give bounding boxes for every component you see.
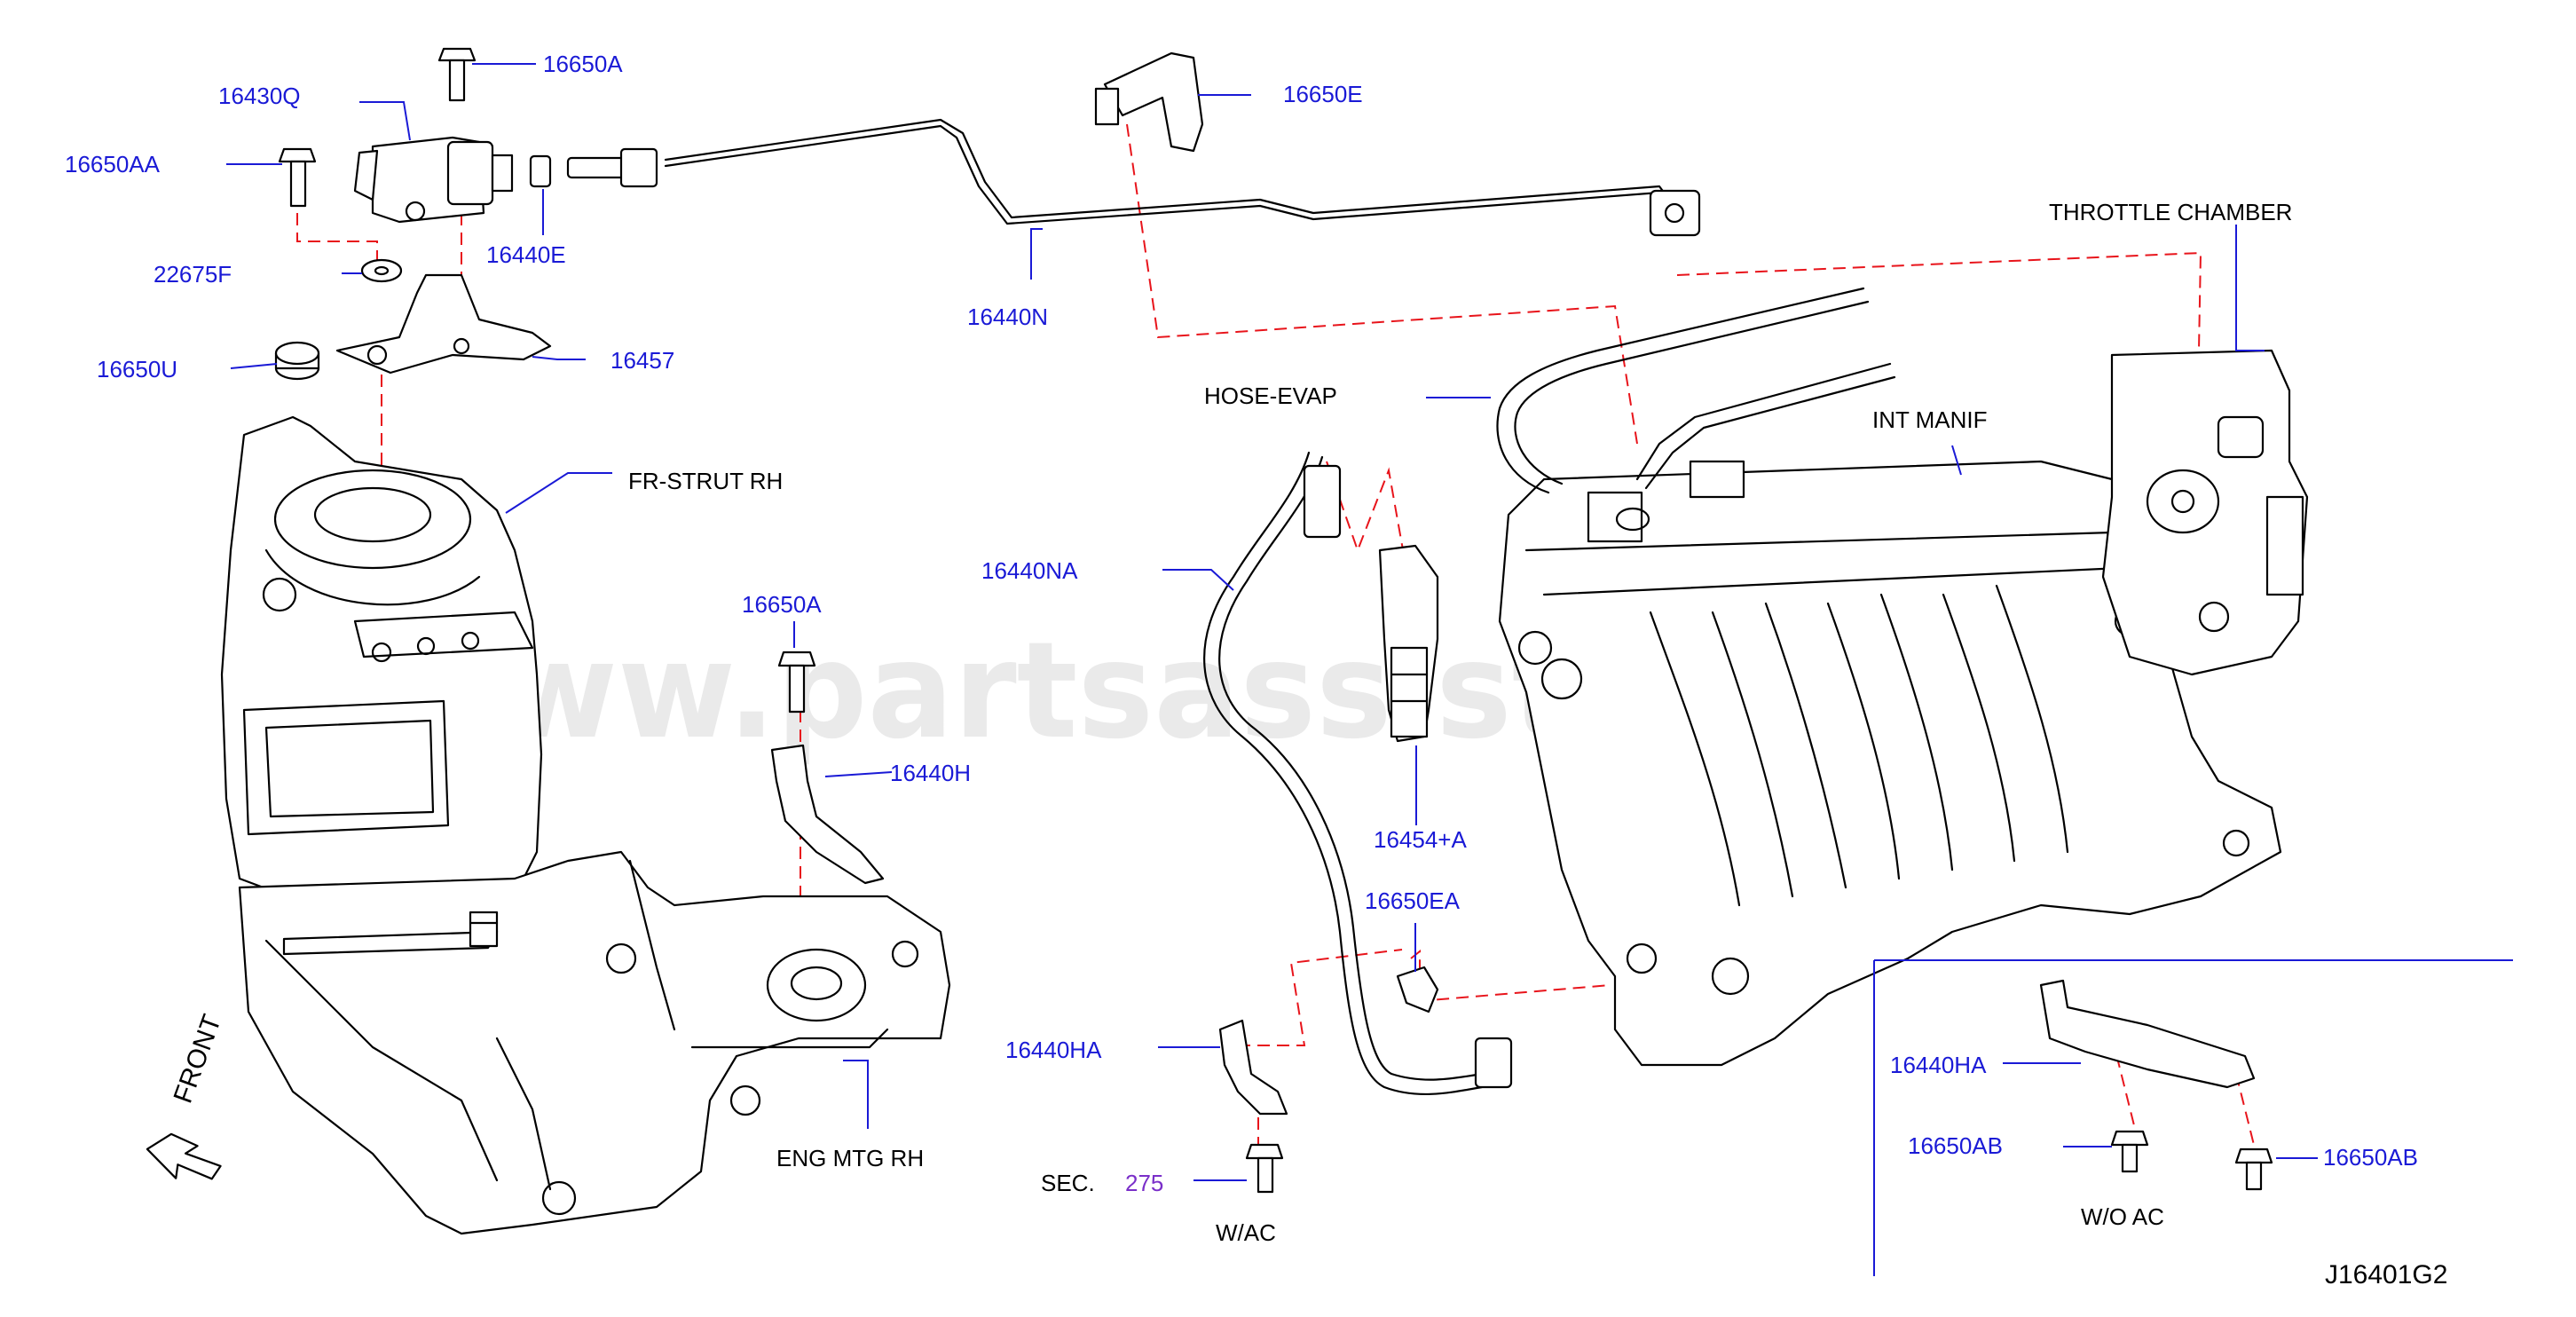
washer-22675F [360,258,403,283]
wo-ac-frame [1873,959,2513,1276]
bracket-16457 [335,273,552,375]
label-16454A: 16454+A [1374,826,1467,853]
int-manif-illustration [1498,349,2309,1067]
label-16457: 16457 [611,347,674,374]
solenoid-valve-16430Q [353,136,514,224]
label-16650AB-left: 16650AB [1908,1132,2003,1159]
diagram-code: J16401G2 [2325,1260,2447,1289]
hose-end-connector [1303,464,1342,539]
label-16430Q: 16430Q [218,83,301,109]
front-indicator: FRONT [146,1011,227,1180]
bracket-16440HA-right [2039,979,2256,1089]
label-sec: SEC. [1041,1170,1095,1196]
label-16650AA: 16650AA [65,151,161,177]
bracket-16440HA-left [1218,1019,1288,1116]
clamp-16650E [1094,51,1204,153]
label-fr-strut-rh: FR-STRUT RH [628,468,783,494]
label-16650A-mid: 16650A [742,591,822,618]
leader-lines [226,63,2318,1181]
bolt-16650AA [278,147,317,208]
label-eng-mtg-rh: ENG MTG RH [776,1145,924,1171]
label-16440E: 16440E [486,241,566,268]
bolt-16650AB-left [2110,1130,2149,1173]
label-22675F: 22675F [154,261,232,288]
bolt-16650A-top [437,47,477,102]
label-wo-ac: W/O AC [2081,1203,2164,1230]
bolt-sec-275 [1245,1143,1284,1194]
label-16440N: 16440N [967,304,1048,330]
label-throttle-chamber: THROTTLE CHAMBER [2049,199,2292,225]
label-16650U: 16650U [97,356,177,382]
front-label: FRONT [169,1011,227,1107]
label-16650E: 16650E [1283,81,1363,107]
vacuum-fitting [1649,189,1701,237]
label-16650EA: 16650EA [1365,887,1461,914]
label-hose-evap: HOSE-EVAP [1204,382,1337,409]
label-16440HA-right: 16440HA [1890,1052,1987,1078]
label-sec-275[interactable]: 275 [1125,1170,1163,1196]
grommet-16650U [274,341,320,381]
front-arrow-icon [146,1132,222,1180]
label-int-manif: INT MANIF [1872,406,1988,433]
label-16440NA: 16440NA [981,557,1078,584]
hose-connector [1474,1037,1513,1089]
bolt-16650A-mid [777,651,816,714]
label-16650A-top: 16650A [543,51,623,77]
evap-lines [664,118,1896,1095]
connector-16440E [529,147,658,188]
valve-16454A [1378,544,1439,743]
bracket-16440H [770,744,885,885]
bolt-16650AB-right [2234,1147,2273,1191]
callouts: 16650A 16430Q 16650AA 16440E 22675F 1665… [65,51,2447,1289]
label-16650AB-right: 16650AB [2323,1144,2418,1171]
clip-16650EA [1396,966,1439,1013]
eng-mtg-rh-illustration [238,850,951,1235]
small-parts [274,47,2273,1194]
label-16440H: 16440H [890,760,971,786]
label-16440HA-left: 16440HA [1005,1037,1102,1063]
label-w-ac: W/AC [1216,1219,1276,1246]
